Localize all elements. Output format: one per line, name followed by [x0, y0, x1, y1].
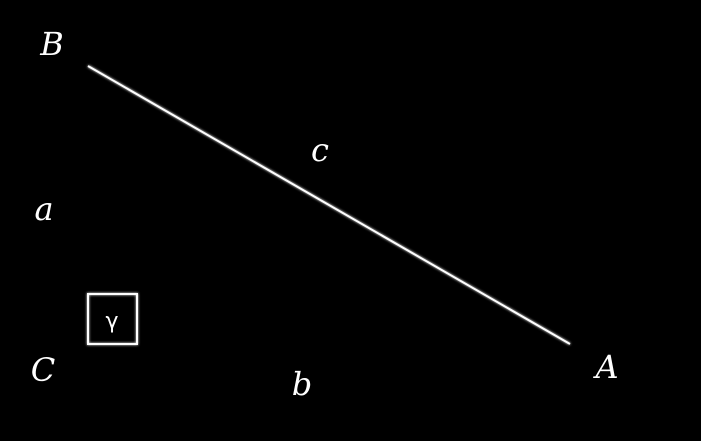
vertex-a-label: A: [592, 348, 618, 386]
side-b-label: b: [292, 365, 312, 403]
side-c-label: c: [311, 131, 329, 169]
side-c-hypotenuse-edge: [87, 65, 571, 345]
vertex-b-label: B: [39, 25, 64, 63]
vertex-c-label: C: [31, 351, 55, 389]
right-angle-marker: [87, 293, 138, 345]
angle-gamma-label: γ: [105, 309, 118, 334]
side-a-label: a: [34, 190, 53, 228]
